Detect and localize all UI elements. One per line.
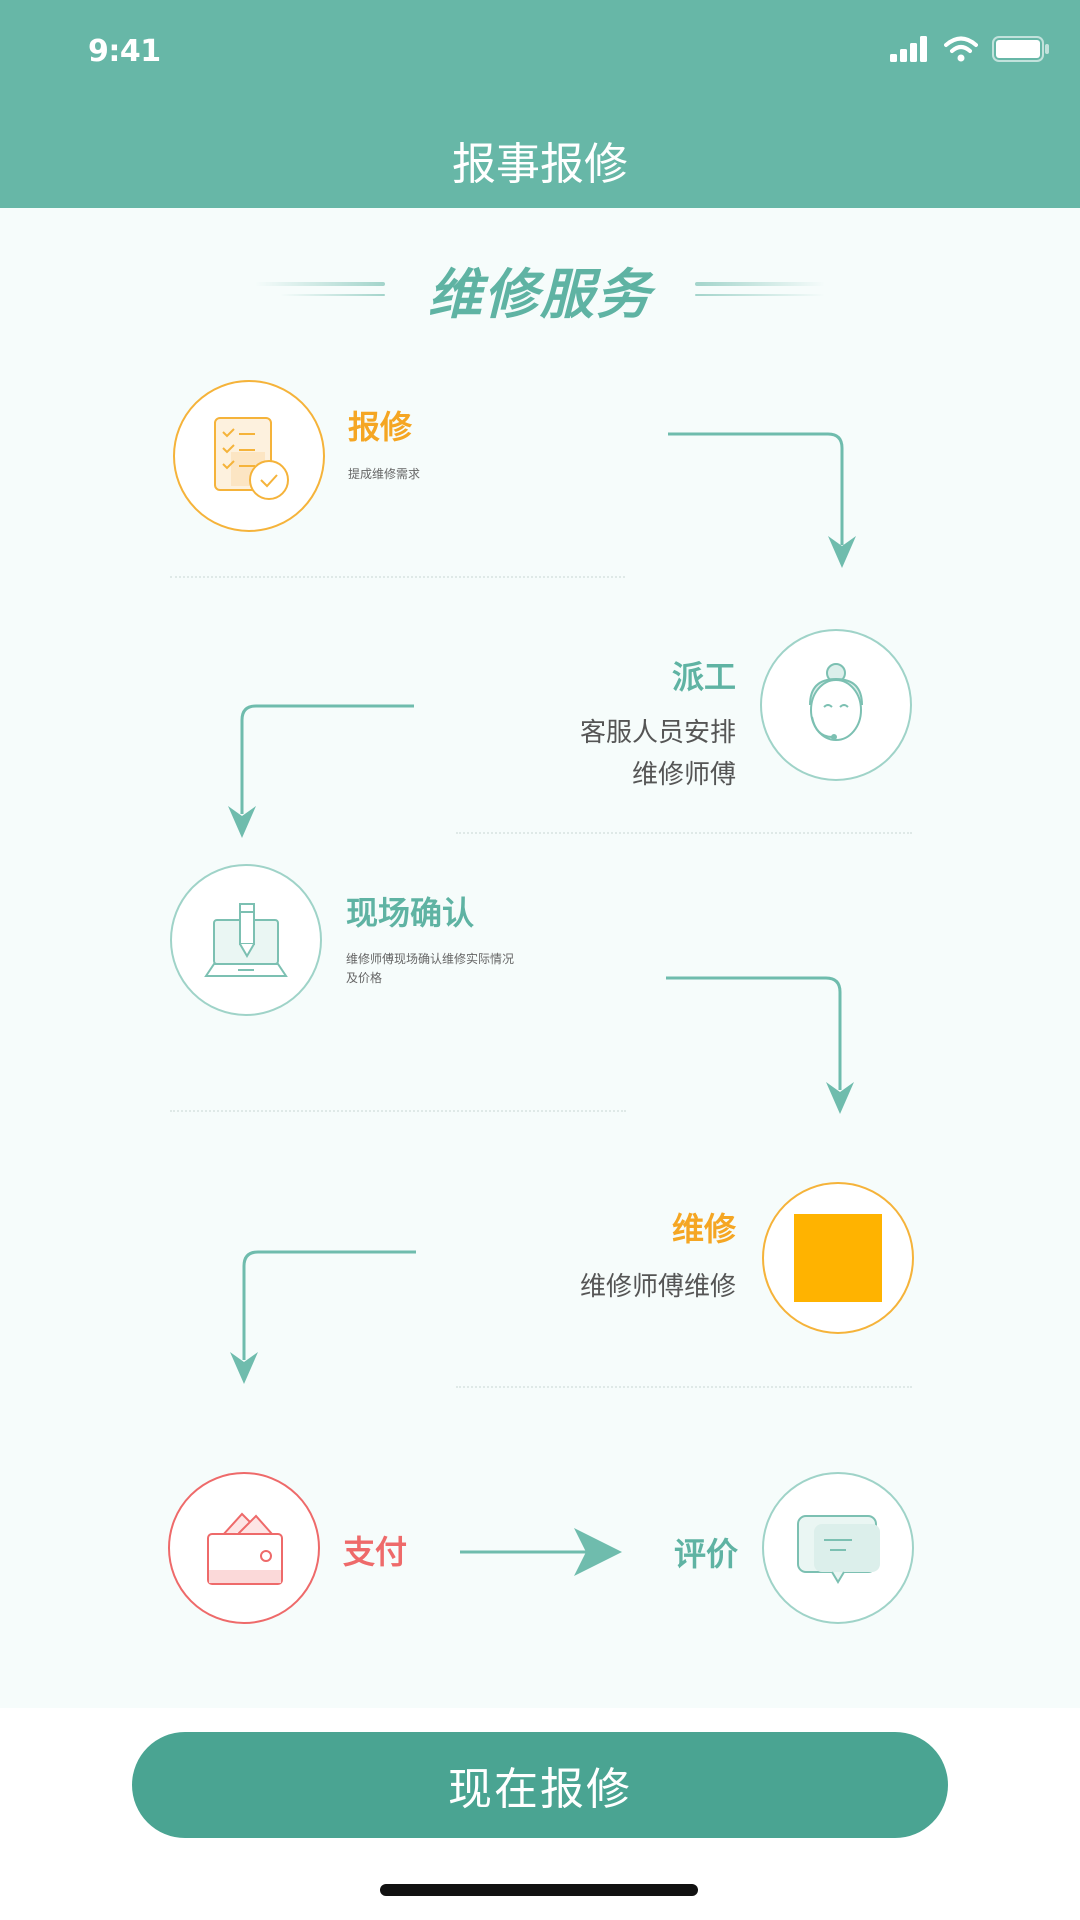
arrowhead	[574, 1528, 622, 1576]
status-icons	[890, 36, 1050, 62]
step-review-label: 评价	[674, 1535, 739, 1573]
laptop-pencil-icon	[204, 903, 288, 977]
arrow-repair-to-pay	[242, 1250, 416, 1360]
step-pay-circle	[168, 1472, 320, 1624]
signal-icon	[890, 36, 927, 62]
wifi-icon	[944, 36, 978, 62]
home-indicator[interactable]	[380, 1884, 698, 1896]
title-decoration-right	[695, 282, 825, 286]
repair-icon-placeholder	[794, 1214, 882, 1302]
step-dispatch-desc-line2: 维修师傅	[631, 760, 736, 790]
checklist-icon	[214, 417, 289, 500]
divider	[456, 1386, 912, 1388]
arrowhead	[228, 806, 256, 838]
step-onsite-label: 现场确认	[346, 894, 475, 932]
step-onsite-circle	[170, 864, 322, 1016]
step-report-circle	[173, 380, 325, 532]
arrowhead	[826, 1082, 854, 1114]
step-onsite-desc-line1: 维修师傅现场确认维修实际情况	[346, 952, 515, 966]
step-dispatch-circle	[760, 629, 912, 781]
arrowhead	[230, 1352, 258, 1384]
step-dispatch-label: 派工	[672, 658, 737, 696]
step-repair-desc: 维修师傅维修	[579, 1272, 736, 1302]
arrow-report-to-dispatch	[668, 432, 844, 545]
step-onsite-desc-line2: 及价格	[346, 971, 383, 985]
report-now-button[interactable]: 现在报修	[132, 1732, 948, 1838]
wallet-icon	[207, 1512, 283, 1585]
header-bar: 9:41 报事报修	[0, 0, 1080, 208]
step-repair-label: 维修	[672, 1210, 737, 1248]
battery-icon	[992, 36, 1049, 62]
title-decoration-left	[255, 282, 385, 286]
divider	[456, 832, 912, 834]
page-title: 报事报修	[452, 139, 628, 190]
step-dispatch-desc: 客服人员安排 维修师傅	[480, 712, 736, 796]
chat-bubble-icon	[797, 1515, 880, 1584]
title-decoration-left-thin	[280, 294, 385, 296]
step-review-circle	[762, 1472, 914, 1624]
arrowhead	[828, 536, 856, 568]
customer-service-icon	[809, 663, 863, 741]
step-pay-label: 支付	[343, 1533, 408, 1571]
title-decoration-right-thin	[695, 294, 825, 296]
status-time: 9:41	[88, 34, 161, 69]
step-repair-circle	[762, 1182, 914, 1334]
arrow-onsite-to-repair	[666, 976, 842, 1090]
step-report-label: 报修	[348, 408, 413, 446]
arrow-dispatch-to-onsite	[240, 704, 414, 814]
step-onsite-desc: 维修师傅现场确认维修实际情况 及价格	[346, 950, 536, 988]
divider	[170, 1110, 626, 1112]
section-title: 维修服务	[428, 263, 652, 326]
divider	[170, 576, 625, 578]
step-dispatch-desc-line1: 客服人员安排	[579, 718, 736, 748]
step-report-desc: 提成维修需求	[348, 467, 421, 481]
